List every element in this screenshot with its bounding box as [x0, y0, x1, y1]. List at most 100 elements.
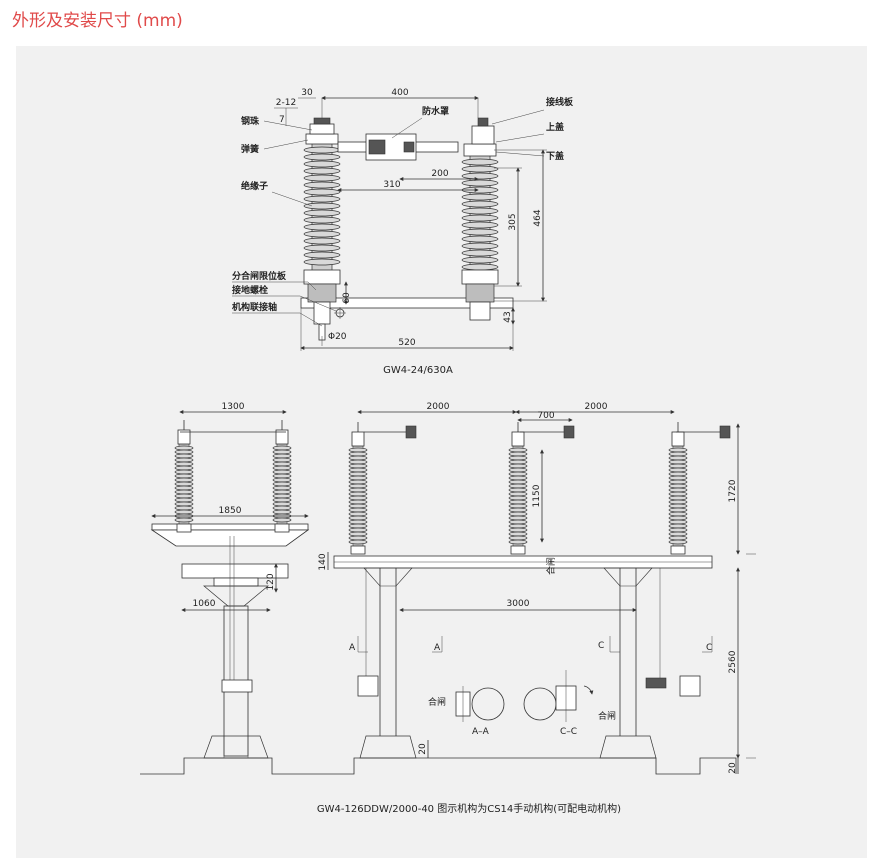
insulator-shed — [508, 535, 528, 541]
dim-43: 43 — [503, 311, 513, 322]
bottom-isolator-drawing: 1300 1850 1060 120 — [140, 402, 756, 815]
label-close-beam: 合闸 — [545, 557, 557, 575]
insulator-shed — [461, 172, 499, 180]
insulator-shed — [461, 242, 499, 250]
insulator-shed — [174, 465, 194, 471]
insulator-flange — [510, 545, 526, 555]
dim-200: 200 — [431, 169, 448, 179]
insulator-shed — [668, 463, 688, 469]
dim-120: 120 — [266, 573, 276, 590]
insulator-shed — [348, 455, 368, 461]
label-section-cc: C–C — [560, 727, 577, 737]
insulator-shed — [461, 249, 499, 257]
insulator-cap — [351, 431, 365, 447]
insulator-shed — [668, 531, 688, 537]
insulator-flange — [350, 545, 366, 555]
dim-310: 310 — [383, 180, 400, 190]
label-terminal-plate: 接线板 — [546, 96, 574, 108]
insulator-shed — [303, 195, 341, 203]
label-insulator: 绝缘子 — [241, 180, 268, 192]
insulator-shed — [348, 459, 368, 465]
insulator-shed — [508, 499, 528, 505]
insulator-shed — [508, 511, 528, 517]
label-close-right: 合闸 — [598, 710, 616, 722]
insulator-shed — [272, 481, 292, 487]
dim-2000-right: 2000 — [585, 402, 608, 412]
insulator-shed — [668, 487, 688, 493]
bottom-caption: GW4-126DDW/2000-40 图示机构为CS14手动机构(可配电动机构) — [317, 802, 621, 815]
section-c-right: C — [706, 643, 712, 653]
insulator-shed — [174, 485, 194, 491]
insulator-shed — [174, 469, 194, 475]
insulator-shed — [303, 146, 341, 154]
insulator-shed — [303, 153, 341, 161]
dim-1150: 1150 — [532, 484, 542, 507]
insulator-shed — [272, 445, 292, 451]
label-steel-ball: 钢珠 — [241, 115, 260, 127]
insulator-shed — [303, 244, 341, 252]
insulator-shed — [461, 221, 499, 229]
insulator-shed — [668, 519, 688, 525]
insulator-shed — [508, 459, 528, 465]
insulator-cap — [511, 431, 525, 447]
insulator-flange — [274, 523, 290, 533]
dim-520: 520 — [398, 338, 415, 348]
insulator-shed — [508, 527, 528, 533]
insulator-shed — [303, 258, 341, 266]
label-spring: 弹簧 — [241, 143, 259, 155]
insulator-shed — [348, 475, 368, 481]
insulator-shed — [508, 483, 528, 489]
insulator-shed — [272, 465, 292, 471]
insulator-shed — [461, 263, 499, 271]
insulator-shed — [272, 493, 292, 499]
insulator-shed — [348, 507, 368, 513]
dim-2-12: 2-12 — [276, 98, 296, 108]
insulator-shed — [668, 479, 688, 485]
insulator-shed — [174, 509, 194, 515]
insulator-shed — [461, 256, 499, 264]
label-linkage-shaft: 机构联接轴 — [232, 301, 277, 313]
insulator-shed — [174, 517, 194, 523]
insulator-shed — [668, 495, 688, 501]
label-ground-bolt: 接地螺栓 — [232, 284, 268, 296]
column-bracket — [603, 567, 653, 587]
insulator-shed — [303, 251, 341, 259]
dim-2560: 2560 — [728, 650, 738, 673]
engineering-drawing: 400 30 2-12 7 200 310 305 464 60 43 520 … — [140, 88, 756, 815]
insulator-shed — [348, 539, 368, 545]
insulator-shed — [508, 515, 528, 521]
dim-464: 464 — [533, 209, 543, 226]
top-right-insulator — [461, 117, 499, 321]
insulator-shed — [668, 467, 688, 473]
side-view: 1300 1850 1060 120 — [150, 402, 310, 759]
section-a-right: A — [434, 643, 441, 653]
drawing-panel: 400 30 2-12 7 200 310 305 464 60 43 520 … — [16, 46, 867, 858]
label-waterproof-cover: 防水罩 — [422, 105, 449, 117]
insulator-shed — [668, 455, 688, 461]
insulator-shed — [348, 491, 368, 497]
insulator-shed — [272, 489, 292, 495]
label-lower-cover: 下盖 — [546, 150, 564, 162]
insulator-shed — [174, 497, 194, 503]
insulator-shed — [668, 459, 688, 465]
insulator-shed — [348, 499, 368, 505]
insulator-shed — [461, 235, 499, 243]
dim-phi20: Φ20 — [328, 332, 347, 342]
insulator-shed — [272, 453, 292, 459]
front-view: 2000 2000 700 1150 1720 2560 20 20 140 3… — [318, 402, 756, 774]
top-caption: GW4-24/630A — [383, 365, 453, 376]
dim-7: 7 — [279, 115, 285, 125]
insulator-shed — [508, 471, 528, 477]
label-limit-plate: 分合闸限位板 — [232, 270, 287, 282]
insulator-shed — [174, 453, 194, 459]
insulator-shed — [508, 531, 528, 537]
insulator-shed — [174, 505, 194, 511]
dim-1060: 1060 — [193, 599, 216, 609]
insulator-shed — [668, 475, 688, 481]
insulator-flange — [176, 523, 192, 533]
insulator-shed — [668, 503, 688, 509]
insulator-shed — [303, 167, 341, 175]
top-base-beam — [300, 297, 514, 309]
insulator-shed — [461, 179, 499, 187]
insulator-shed — [174, 461, 194, 467]
